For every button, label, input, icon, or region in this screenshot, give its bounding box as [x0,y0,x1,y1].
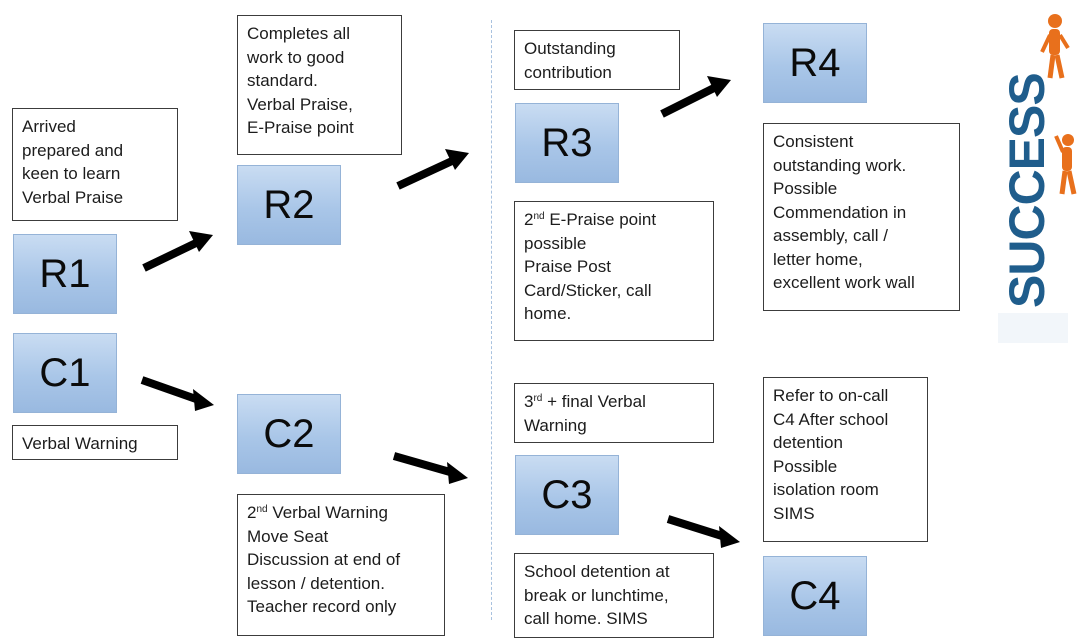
level-box-r3: R3 [515,103,619,183]
note-c4: Refer to on-call C4 After school detenti… [763,377,928,542]
note-r2: Completes all work to good standard. Ver… [237,15,402,155]
level-box-c2: C2 [237,394,341,474]
note-c3-top: 3rd + final Verbal Warning [514,383,714,443]
arrow-c2-c3 [392,452,468,484]
note-r3-bottom-suffix: nd [533,211,545,222]
note-r3-bottom-ordinal: 2 [524,210,534,229]
note-c3-top-text: + final Verbal Warning [524,392,646,435]
note-c2-text: Verbal Warning Move Seat Discussion at e… [247,503,401,616]
note-r4: Consistent outstanding work. Possible Co… [763,123,960,311]
arrow-r2-r3 [396,149,469,190]
arrow-c1-c2 [140,376,214,411]
note-r1: Arrived prepared and keen to learn Verba… [12,108,178,221]
level-box-c3: C3 [515,455,619,535]
note-r3-top: Outstanding contribution [514,30,680,90]
level-box-c4: C4 [763,556,867,636]
level-box-c1: C1 [13,333,117,413]
level-box-r1: R1 [13,234,117,314]
success-logo: SUCCESS [958,8,1083,348]
note-c2-suffix: nd [256,504,268,515]
note-c3-top-ordinal: 3 [524,392,534,411]
level-box-r2: R2 [237,165,341,245]
success-word: SUCCESS [999,73,1055,308]
figure-top-icon [1040,14,1070,79]
note-c3-bottom: School detention at break or lunchtime, … [514,553,714,638]
section-divider [491,20,492,620]
level-box-r4: R4 [763,23,867,103]
note-r3-bottom-text: E-Praise point possible Praise Post Card… [524,210,657,323]
note-c2-ordinal: 2 [247,503,257,522]
arrow-r1-r2 [142,231,213,272]
figure-climbing-icon [1054,134,1077,195]
note-c1: Verbal Warning [12,425,178,460]
arrow-r3-r4 [660,76,731,118]
note-c3-top-suffix: rd [533,393,543,404]
note-r3-bottom: 2nd E-Praise point possible Praise Post … [514,201,714,341]
staircase-figures-icon: SUCCESS [998,14,1077,343]
arrow-c3-c4 [666,515,740,548]
